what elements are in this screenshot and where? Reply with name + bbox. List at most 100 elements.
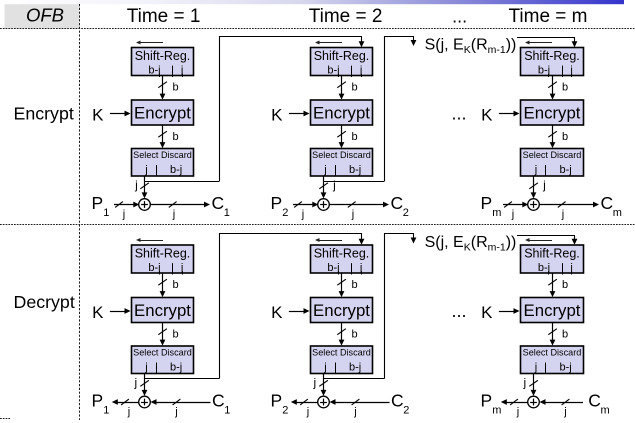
svg-text:j: j — [511, 209, 514, 221]
svg-text:...: ... — [451, 104, 466, 124]
svg-text:K: K — [92, 105, 104, 124]
svg-text:b: b — [173, 131, 179, 143]
svg-text:j: j — [172, 209, 175, 221]
svg-text:j: j — [563, 406, 566, 418]
svg-text:j: j — [569, 262, 572, 274]
svg-text:K: K — [92, 303, 104, 322]
svg-text:Encrypt: Encrypt — [313, 301, 370, 320]
svg-text:1: 1 — [224, 405, 230, 417]
svg-text:b: b — [352, 279, 358, 291]
svg-text:Encrypt: Encrypt — [14, 103, 74, 123]
svg-text:S(j, EK(Rm-1)): S(j, EK(Rm-1)) — [425, 36, 517, 56]
svg-text:Encrypt: Encrypt — [524, 104, 581, 123]
svg-text:b-j: b-j — [327, 262, 339, 274]
svg-text:b-j: b-j — [559, 361, 571, 373]
svg-text:j: j — [323, 164, 326, 176]
svg-text:j: j — [127, 406, 130, 418]
svg-text:Time = m: Time = m — [509, 6, 588, 27]
svg-text:j: j — [174, 406, 177, 418]
svg-text:1: 1 — [103, 207, 109, 219]
svg-text:b-j: b-j — [170, 361, 182, 373]
svg-text:Encrypt: Encrypt — [524, 301, 581, 320]
svg-text:Select Discard: Select Discard — [312, 348, 371, 358]
svg-text:b: b — [562, 328, 568, 340]
svg-text:Encrypt: Encrypt — [134, 104, 191, 123]
svg-text:P: P — [92, 391, 104, 411]
svg-text:j: j — [522, 376, 526, 390]
svg-text:j: j — [306, 406, 309, 418]
svg-text:Select Discard: Select Discard — [133, 150, 192, 160]
svg-text:j: j — [144, 361, 147, 373]
svg-text:b-j: b-j — [327, 64, 339, 76]
svg-text:j: j — [359, 64, 362, 76]
svg-text:j: j — [353, 406, 356, 418]
svg-text:j: j — [134, 178, 138, 192]
svg-text:j: j — [180, 262, 183, 274]
svg-text:1: 1 — [103, 405, 109, 417]
svg-text:b: b — [173, 328, 179, 340]
svg-text:Select Discard: Select Discard — [312, 150, 371, 160]
svg-text:...: ... — [452, 6, 467, 26]
svg-text:C: C — [601, 193, 614, 213]
svg-text:K: K — [481, 105, 493, 124]
svg-text:j: j — [534, 164, 537, 176]
svg-text:Encrypt: Encrypt — [313, 104, 370, 123]
svg-text:Shift-Reg.: Shift-Reg. — [314, 247, 370, 261]
svg-text:Select Discard: Select Discard — [523, 348, 582, 358]
svg-text:Time = 2: Time = 2 — [309, 6, 383, 27]
svg-text:K: K — [271, 105, 283, 124]
svg-text:P: P — [92, 193, 104, 213]
svg-text:b-j: b-j — [148, 262, 160, 274]
svg-text:P: P — [481, 193, 493, 213]
svg-text:b-j: b-j — [538, 64, 550, 76]
svg-text:b-j: b-j — [538, 262, 550, 274]
svg-text:m: m — [492, 207, 501, 219]
svg-text:P: P — [271, 391, 283, 411]
svg-text:m: m — [601, 405, 610, 417]
svg-text:j: j — [542, 178, 546, 192]
svg-text:C: C — [391, 391, 404, 411]
svg-text:b: b — [173, 82, 179, 94]
svg-text:Shift-Reg.: Shift-Reg. — [524, 247, 580, 261]
svg-text:Shift-Reg.: Shift-Reg. — [135, 247, 191, 261]
svg-text:b-j: b-j — [559, 164, 571, 176]
svg-text:m: m — [492, 405, 501, 417]
svg-text:2: 2 — [282, 207, 288, 219]
svg-text:Encrypt: Encrypt — [134, 301, 191, 320]
svg-text:2: 2 — [403, 405, 409, 417]
svg-text:Time = 1: Time = 1 — [127, 6, 201, 27]
svg-text:b-j: b-j — [349, 164, 361, 176]
svg-text:2: 2 — [403, 207, 409, 219]
svg-text:Select Discard: Select Discard — [523, 150, 582, 160]
svg-text:b: b — [173, 279, 179, 291]
svg-text:j: j — [180, 64, 183, 76]
svg-text:C: C — [212, 193, 225, 213]
svg-text:b: b — [352, 82, 358, 94]
svg-text:j: j — [122, 209, 125, 221]
svg-text:Shift-Reg.: Shift-Reg. — [524, 49, 580, 63]
svg-text:C: C — [588, 391, 601, 411]
svg-text:Decrypt: Decrypt — [14, 292, 75, 312]
svg-text:...: ... — [451, 301, 466, 321]
svg-text:K: K — [481, 303, 493, 322]
svg-text:b: b — [562, 82, 568, 94]
svg-text:j: j — [516, 406, 519, 418]
svg-text:K: K — [271, 303, 283, 322]
svg-text:Shift-Reg.: Shift-Reg. — [135, 49, 191, 63]
svg-text:b: b — [352, 131, 358, 143]
svg-text:j: j — [323, 361, 326, 373]
svg-text:j: j — [534, 361, 537, 373]
svg-text:b: b — [562, 279, 568, 291]
svg-text:P: P — [271, 193, 283, 213]
svg-text:b-j: b-j — [349, 361, 361, 373]
svg-text:j: j — [312, 376, 316, 390]
svg-text:j: j — [301, 209, 304, 221]
svg-text:OFB: OFB — [26, 5, 64, 26]
svg-text:C: C — [391, 193, 404, 213]
svg-text:j: j — [569, 64, 572, 76]
svg-text:b: b — [562, 131, 568, 143]
svg-text:b: b — [352, 328, 358, 340]
svg-text:Shift-Reg.: Shift-Reg. — [314, 49, 370, 63]
svg-text:Select Discard: Select Discard — [133, 348, 192, 358]
svg-text:j: j — [144, 164, 147, 176]
